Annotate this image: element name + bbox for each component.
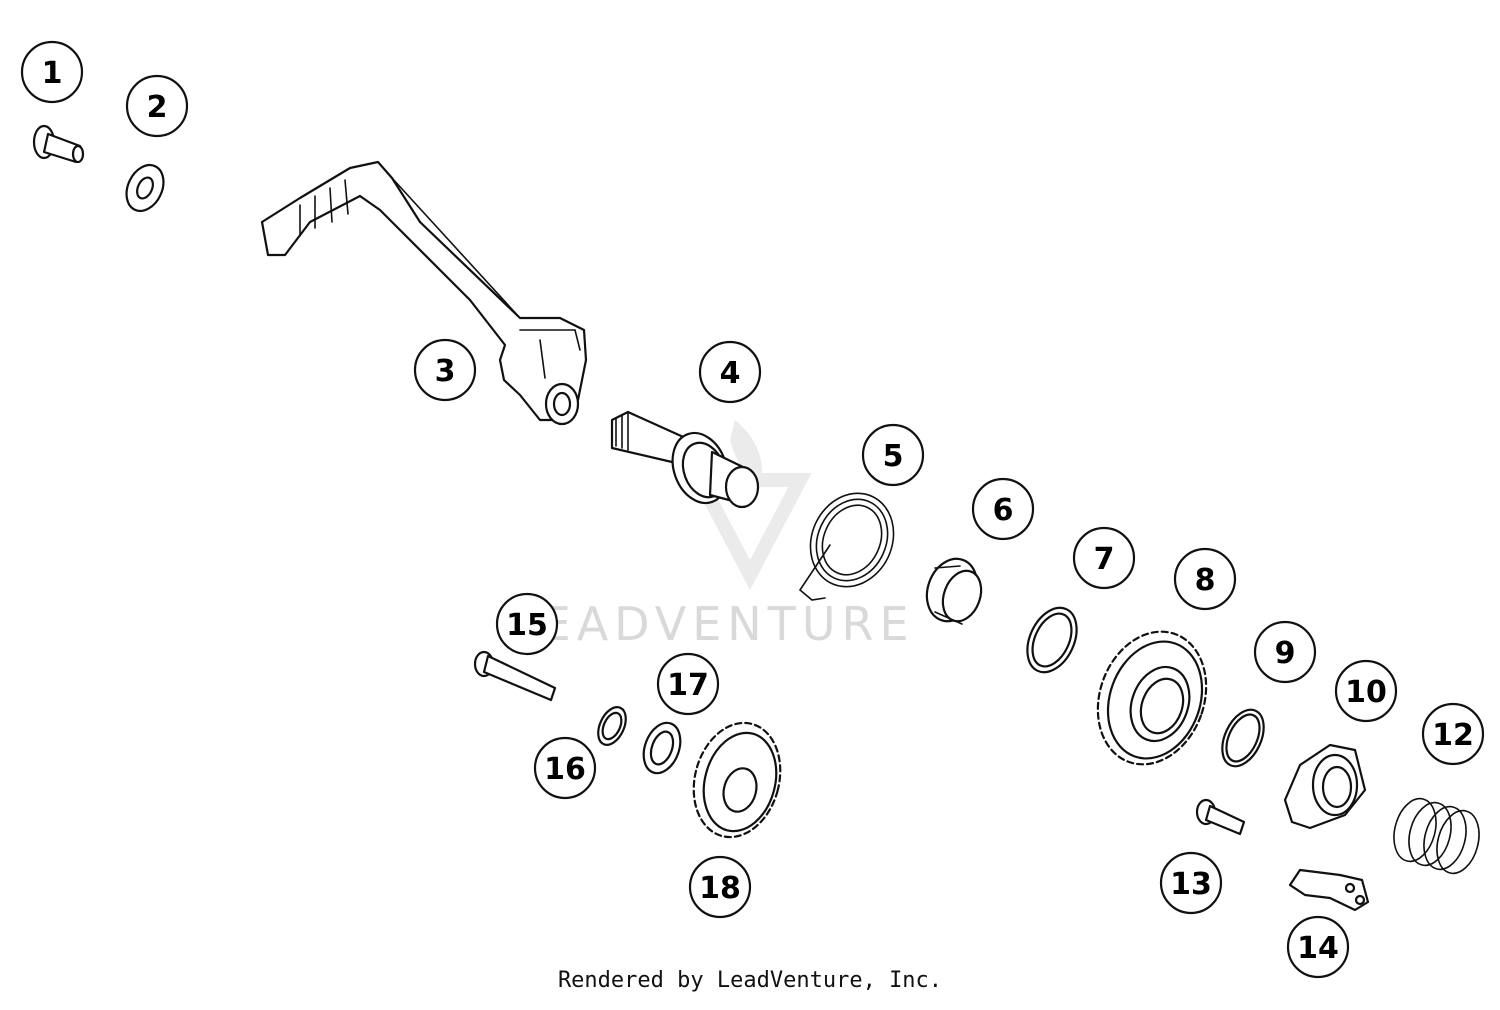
credit-text: Rendered by LeadVenture, Inc. [557,968,943,993]
part-2-washer [125,163,165,213]
part-9-ring [1221,708,1265,768]
callout-3: 3 [413,338,477,402]
svg-text:2: 2 [147,90,168,125]
svg-text:12: 12 [1432,718,1474,753]
part-7-ring [1026,606,1078,674]
callout-16: 16 [533,736,597,800]
part-8-gear [1096,630,1208,766]
svg-text:15: 15 [506,608,548,643]
svg-text:6: 6 [993,493,1014,528]
part-3-kickstart-lever [260,160,588,426]
svg-text:13: 13 [1170,867,1212,902]
svg-text:9: 9 [1275,636,1296,671]
part-14-stopper [1288,868,1370,912]
callout-17: 17 [656,652,720,716]
callout-12: 12 [1421,702,1485,766]
callout-5: 5 [861,423,925,487]
part-12-spring [1393,797,1480,875]
callout-13: 13 [1159,851,1223,915]
svg-text:10: 10 [1345,675,1387,710]
callout-18: 18 [688,855,752,919]
svg-text:16: 16 [544,752,586,787]
part-1-bolt [32,124,85,164]
svg-text:7: 7 [1094,542,1115,577]
svg-text:5: 5 [883,439,904,474]
callout-4: 4 [698,340,762,404]
callout-1: 1 [20,40,84,104]
part-6-bushing [925,557,983,625]
part-5-spring [798,492,895,601]
svg-text:17: 17 [667,668,709,703]
callout-6: 6 [971,477,1035,541]
watermark-text: LEADVENTURE [510,597,915,651]
callout-8: 8 [1173,547,1237,611]
svg-text:3: 3 [435,354,456,389]
part-15-bolt [473,650,557,702]
svg-text:14: 14 [1297,931,1339,966]
svg-text:8: 8 [1195,563,1216,598]
svg-text:4: 4 [720,356,741,391]
callout-9: 9 [1253,620,1317,684]
part-4-kickstart-shaft [610,410,760,509]
svg-text:18: 18 [699,871,741,906]
part-13-bolt [1195,798,1246,836]
callout-10: 10 [1334,659,1398,723]
callout-14: 14 [1286,915,1350,979]
part-16-circlip [597,706,627,746]
callout-2: 2 [125,74,189,138]
part-10-ratchet [1283,743,1367,830]
callout-15: 15 [495,592,559,656]
svg-text:1: 1 [42,56,63,91]
callout-7: 7 [1072,526,1136,590]
part-17-washer [642,721,682,775]
part-18-gear [692,721,782,839]
